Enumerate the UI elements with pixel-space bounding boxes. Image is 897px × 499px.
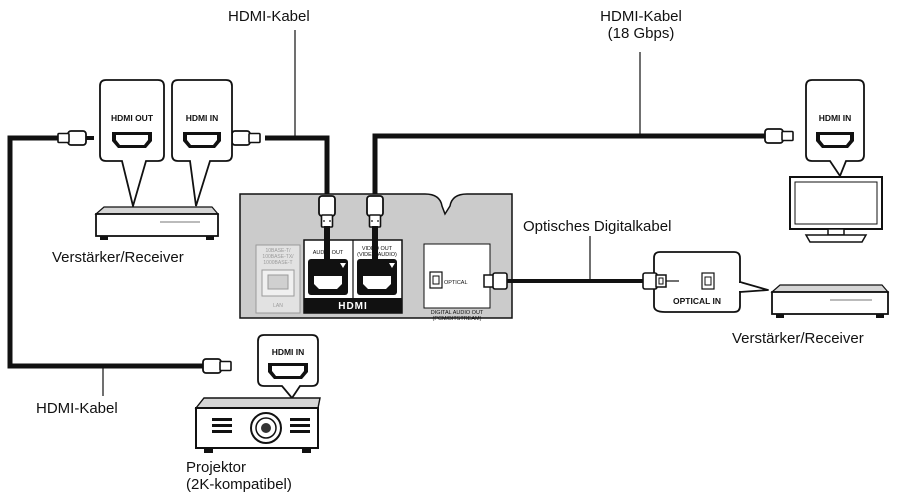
amplifier-receiver-right: OPTICAL IN: [642, 251, 890, 318]
hdmi-cable-amp-to-projector: [7, 135, 205, 369]
svg-text:HDMI IN: HDMI IN: [272, 347, 305, 357]
hdmi-plug-icon: [231, 130, 261, 146]
optical-plug-icon: [483, 272, 520, 290]
amplifier-left-label: Verstärker/Receiver: [52, 249, 184, 266]
hdmi-out-label: HDMI OUT: [111, 113, 154, 123]
svg-text:DIGITAL AUDIO OUT: DIGITAL AUDIO OUT: [431, 310, 484, 316]
hdmi-plug-icon: [366, 195, 384, 260]
hdmi-cable-amp-to-player: [265, 135, 330, 198]
amplifier-receiver-left: HDMI OUT HDMI IN: [94, 79, 233, 240]
hdmi-in-bubble: HDMI IN: [171, 79, 233, 207]
hdmi-plug-icon: [318, 195, 336, 260]
svg-text:HDMI IN: HDMI IN: [819, 113, 852, 123]
optical-plug-icon: [642, 272, 679, 290]
optical-out-section: OPTICAL DIGITAL AUDIO OUT (PCM/BITSTREAM…: [423, 243, 491, 322]
hdmi-logo: HDMI: [338, 301, 368, 312]
lan-port: 10BASE-T/ 100BASE-TX/ 1000BASE-T LAN: [255, 244, 301, 314]
projector-label: Projektor (2K-kompatibel): [186, 459, 292, 493]
projector: HDMI IN: [194, 334, 321, 453]
amplifier-right-label: Verstärker/Receiver: [732, 330, 864, 347]
hdmi-output-section: AUDIO OUT VIDEO OUT (VIDEO/AUDIO) HDMI: [303, 239, 403, 314]
optical-cable-label: Optisches Digitalkabel: [523, 218, 672, 235]
svg-text:OPTICAL: OPTICAL: [444, 280, 468, 286]
hdmi-cable-label-bottom: HDMI-Kabel: [36, 400, 118, 417]
hdmi-plug-icon: [57, 130, 94, 146]
hdmi-plug-icon: [764, 128, 794, 144]
hdmi-in-label: HDMI IN: [186, 113, 219, 123]
hdmi-out-bubble: HDMI OUT: [99, 79, 165, 210]
projector-hdmi-in-bubble: HDMI IN: [257, 334, 319, 400]
hdmi-plug-icon: [202, 358, 232, 374]
tv: HDMI IN: [789, 79, 883, 243]
svg-text:1000BASE-T: 1000BASE-T: [263, 260, 292, 266]
hdmi-cable-18gbps-label: HDMI-Kabel (18 Gbps): [600, 8, 682, 42]
svg-text:100BASE-TX/: 100BASE-TX/: [262, 254, 294, 260]
hdmi-cable-label-top: HDMI-Kabel: [228, 8, 310, 25]
svg-text:10BASE-T/: 10BASE-T/: [265, 248, 291, 254]
svg-text:LAN: LAN: [273, 303, 283, 309]
svg-text:(PCM/BITSTREAM): (PCM/BITSTREAM): [433, 316, 482, 322]
tv-hdmi-in-bubble: HDMI IN: [805, 79, 865, 178]
optical-in-bubble: OPTICAL IN: [653, 251, 769, 313]
svg-text:OPTICAL IN: OPTICAL IN: [673, 296, 721, 306]
hdmi-cable-player-to-tv: [372, 133, 765, 198]
